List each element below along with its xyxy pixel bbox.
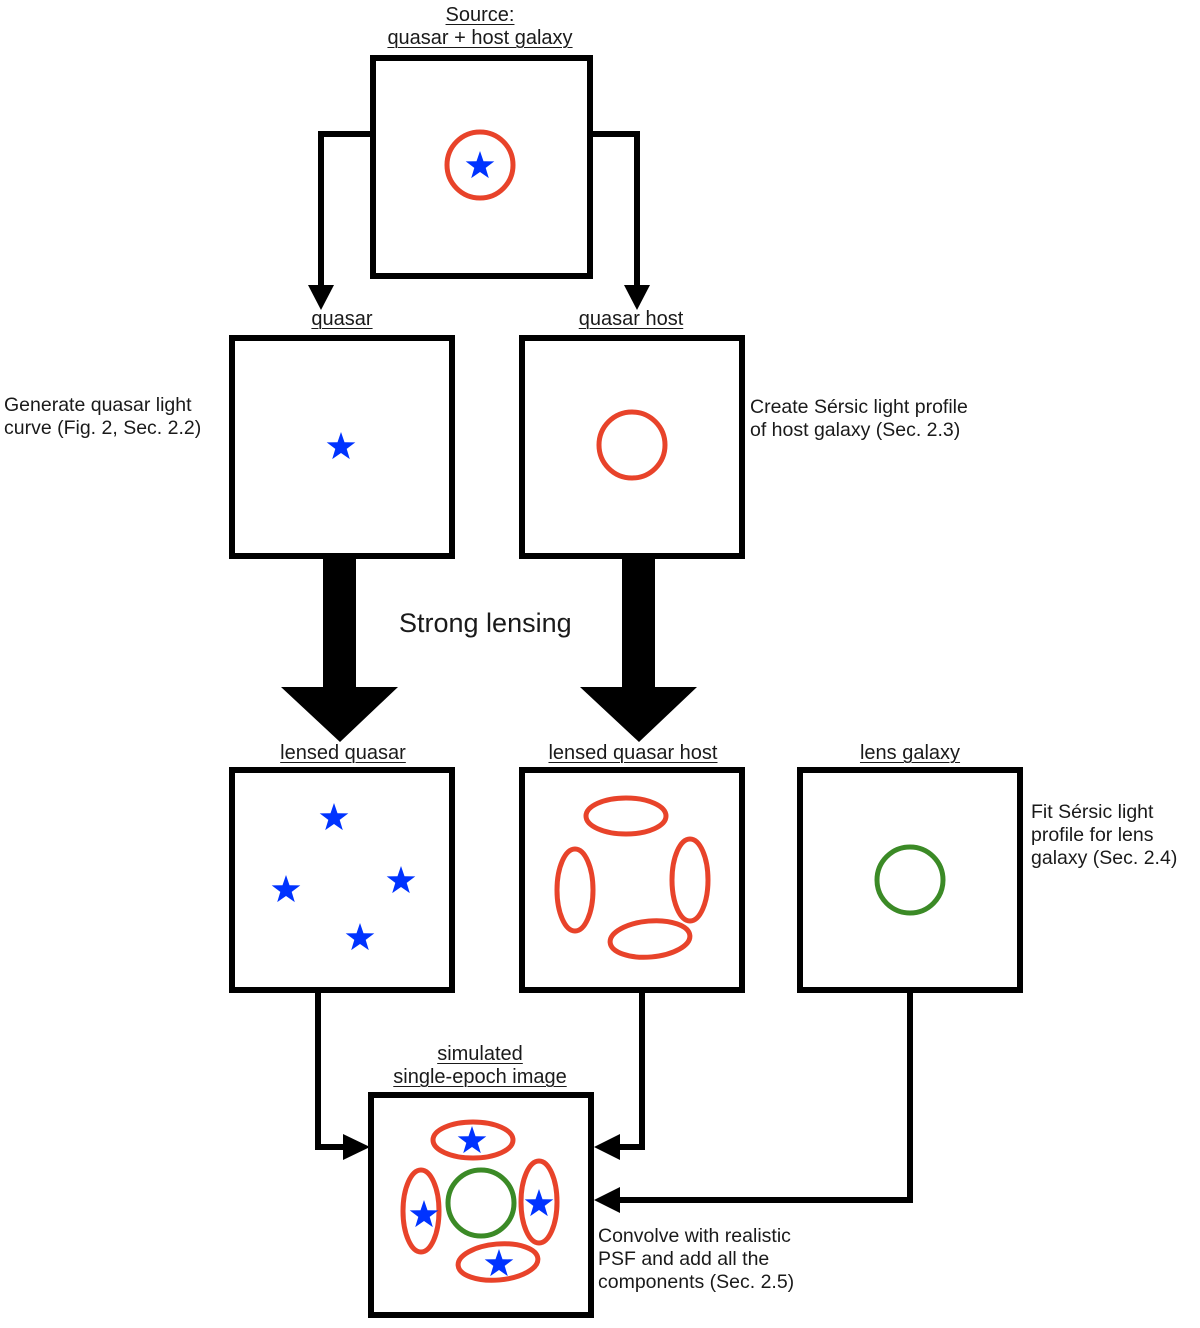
lens-note-line2: profile for lens	[1031, 824, 1154, 846]
host-galaxy-circle	[596, 409, 668, 481]
lens-note-line3: galaxy (Sec. 2.4)	[1031, 847, 1178, 869]
lens-galaxy-circle	[445, 1167, 517, 1239]
lensed-quasar-title: lensed quasar	[280, 742, 406, 764]
host-note-line1: Create Sérsic light profile	[750, 396, 968, 418]
simulated-note: Convolve with realistic PSF and add all …	[598, 1225, 794, 1294]
strong-lensing-label: Strong lensing	[399, 608, 572, 638]
host-galaxy-arc	[455, 1241, 541, 1283]
lensed-quasar-host-title: lensed quasar host	[548, 742, 718, 764]
simulated-title-line1: simulated	[437, 1043, 523, 1065]
panel-lensed-quasar	[229, 767, 455, 993]
quasar-host-title: quasar host	[578, 308, 684, 330]
quasar-note: Generate quasar light curve (Fig. 2, Sec…	[4, 394, 201, 440]
host-galaxy-arc	[669, 836, 711, 924]
arrowhead-simulated-right-bottom	[594, 1187, 620, 1213]
host-note-line2: of host galaxy (Sec. 2.3)	[750, 419, 961, 441]
host-galaxy-arc	[583, 795, 669, 837]
simulated-composite	[400, 1119, 560, 1283]
edge-lens-galaxy-to-simulated	[618, 992, 913, 1203]
quasar-note-line2: curve (Fig. 2, Sec. 2.2)	[4, 417, 202, 439]
host-galaxy-arc	[430, 1119, 516, 1161]
lensed-host-arcs	[554, 795, 711, 960]
edge-source-to-quasar	[318, 131, 373, 290]
host-galaxy-arc	[607, 918, 693, 960]
panel-quasar	[229, 335, 455, 559]
panel-lensed-quasar-host	[519, 767, 745, 993]
lens-note: Fit Sérsic light profile for lens galaxy…	[1031, 801, 1177, 870]
lens-galaxy-circle	[874, 844, 946, 916]
arrowhead-simulated-left	[343, 1134, 370, 1160]
arrowheads	[308, 285, 650, 1213]
source-title-line2: quasar + host galaxy	[387, 27, 573, 49]
simulated-note-line3: components (Sec. 2.5)	[598, 1271, 795, 1293]
host-galaxy-circle	[444, 129, 516, 201]
edge-lensed-host-to-simulated	[618, 992, 645, 1150]
thick-arrow-quasar-host	[580, 558, 697, 742]
host-note: Create Sérsic light profile of host gala…	[750, 396, 968, 442]
source-title-line1: Source:	[445, 4, 515, 26]
lens-note-line1: Fit Sérsic light	[1031, 801, 1154, 823]
quasar-note-line1: Generate quasar light	[4, 394, 192, 416]
strong-lensing-arrows	[281, 558, 697, 742]
edge-lensed-quasar-to-simulated	[315, 992, 345, 1150]
arrowhead-quasar-host	[624, 285, 650, 310]
panel-lens-galaxy	[797, 767, 1023, 993]
thick-arrow-quasar	[281, 558, 398, 742]
panel-quasar-host	[519, 335, 745, 559]
arrowhead-quasar	[308, 285, 334, 310]
connectors	[315, 131, 913, 1203]
arrowhead-simulated-right-top	[594, 1134, 620, 1160]
edge-source-to-quasar-host	[590, 131, 640, 290]
host-galaxy-arc	[554, 846, 596, 934]
quasar-title: quasar	[311, 308, 373, 330]
simulated-note-line1: Convolve with realistic	[598, 1225, 791, 1247]
simulated-title-line2: single-epoch image	[393, 1066, 567, 1088]
host-galaxy-arc	[518, 1158, 560, 1246]
simulated-note-line2: PSF and add all the	[598, 1248, 770, 1270]
lens-galaxy-title: lens galaxy	[859, 742, 961, 764]
host-galaxy-arc	[400, 1167, 442, 1255]
